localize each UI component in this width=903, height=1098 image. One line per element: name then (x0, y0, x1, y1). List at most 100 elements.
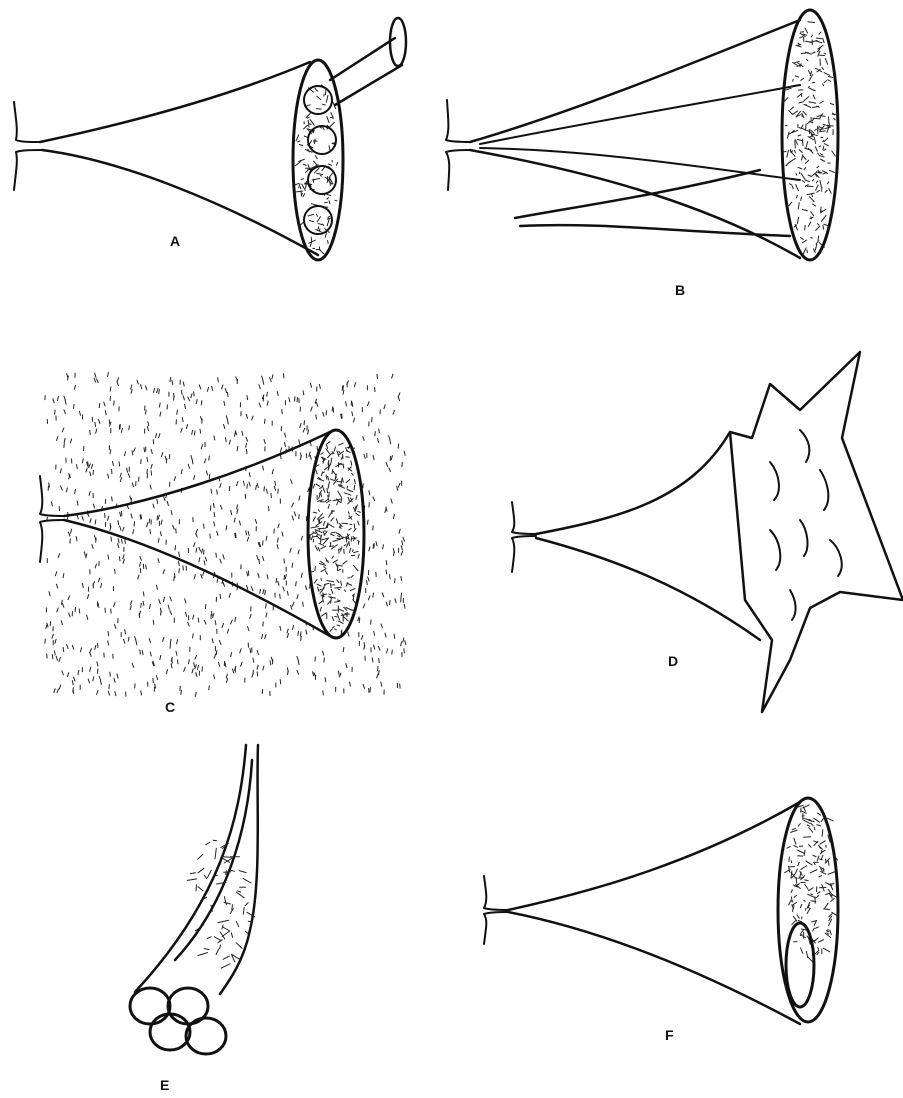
stipple-stroke (297, 656, 299, 661)
stipple-stroke (57, 608, 59, 613)
hatch-stroke (316, 109, 321, 110)
stipple-stroke (60, 468, 62, 473)
stipple-stroke (204, 560, 205, 565)
hatch-stroke (238, 891, 241, 892)
stipple-stroke (147, 522, 148, 527)
stipple-stroke (229, 593, 231, 598)
stipple-stroke (247, 484, 248, 489)
stipple-stroke (54, 410, 55, 415)
stipple-stroke (331, 583, 332, 588)
hatch-stroke (807, 250, 808, 253)
stipple-stroke (196, 399, 197, 404)
stipple-stroke (305, 585, 307, 590)
stipple-stroke (385, 633, 386, 638)
stipple-stroke (157, 516, 158, 521)
stipple-stroke (285, 574, 287, 579)
stipple-stroke (223, 424, 225, 429)
stipple-stroke (194, 475, 195, 480)
stipple-stroke (153, 620, 154, 625)
hatch-stroke (354, 528, 357, 532)
hatch-stroke (332, 556, 334, 559)
hatch-stroke (823, 146, 824, 150)
stipple-stroke (401, 593, 402, 598)
hatch-stroke (333, 539, 341, 541)
stipple-stroke (318, 587, 319, 592)
stipple-stroke (91, 464, 93, 469)
stipple-stroke (341, 581, 342, 586)
stipple-stroke (153, 504, 155, 509)
stipple-stroke (363, 436, 365, 441)
stipple-stroke (170, 377, 171, 382)
hatch-stroke (807, 825, 810, 827)
stipple-stroke (170, 610, 172, 615)
stipple-stroke (277, 544, 278, 549)
hatch-stroke (808, 222, 811, 227)
stipple-stroke (386, 602, 387, 607)
hatch-stroke (817, 166, 820, 168)
hatch-stroke (823, 84, 824, 87)
stipple-stroke (160, 531, 161, 536)
hatch-stroke (815, 244, 817, 251)
hatch-stroke (313, 517, 316, 522)
stipple-stroke (269, 506, 270, 511)
hatch-stroke (350, 588, 355, 590)
hatch-stroke (334, 616, 337, 617)
stipple-stroke (200, 429, 201, 434)
panel-d: D (512, 352, 903, 712)
hatch-stroke (335, 200, 338, 201)
stipple-stroke (163, 637, 165, 642)
stipple-stroke (90, 430, 91, 435)
hatch-stroke (316, 229, 322, 232)
stipple-stroke (259, 384, 261, 389)
stipple-stroke (313, 484, 315, 489)
hatch-stroke (341, 478, 343, 485)
stipple-stroke (319, 494, 320, 499)
hatch-stroke (327, 116, 330, 123)
hatch-stroke (822, 67, 824, 70)
stipple-stroke (377, 374, 378, 379)
stipple-stroke (192, 430, 193, 435)
hatch-stroke (817, 223, 819, 225)
stipple-stroke (354, 479, 355, 484)
stipple-stroke (230, 620, 232, 625)
stipple-stroke (114, 624, 116, 629)
stipple-stroke (399, 529, 400, 534)
hatch-stroke (824, 138, 829, 142)
hatch-stroke (336, 162, 338, 166)
hatch-stroke (311, 527, 319, 529)
stipple-stroke (404, 648, 405, 653)
stipple-stroke (218, 662, 219, 667)
stipple-stroke (311, 407, 313, 412)
hatch-stroke (828, 860, 829, 865)
stipple-stroke (121, 428, 123, 433)
stipple-stroke (287, 633, 289, 638)
stipple-stroke (263, 622, 264, 627)
stipple-stroke (181, 390, 182, 395)
stipple-stroke (292, 503, 294, 508)
hatch-stroke (326, 558, 328, 562)
hatch-stroke (813, 95, 815, 100)
stipple-stroke (195, 692, 196, 697)
stipple-stroke (341, 498, 342, 503)
stipple-stroke (125, 539, 126, 544)
hatch-stroke (318, 226, 319, 230)
hatch-stroke (806, 59, 808, 61)
stipple-stroke (150, 529, 151, 534)
hatch-stroke (303, 164, 307, 165)
stipple-stroke (287, 629, 288, 634)
stipple-stroke (161, 520, 162, 525)
stipple-stroke (120, 473, 122, 478)
hatch-stroke (347, 486, 348, 489)
stipple-stroke (404, 451, 405, 456)
diffuse-stippling-c (45, 372, 406, 697)
cross-symbol-f (484, 876, 508, 944)
stipple-stroke (181, 469, 182, 474)
hatch-stroke (342, 561, 347, 565)
hatch-stroke (824, 903, 828, 909)
stipple-stroke (299, 439, 300, 444)
stipple-stroke (390, 600, 391, 605)
stipple-stroke (347, 543, 349, 548)
stipple-stroke (214, 675, 215, 680)
hatch-stroke (831, 898, 835, 901)
nerve-cone-f (508, 798, 838, 1024)
